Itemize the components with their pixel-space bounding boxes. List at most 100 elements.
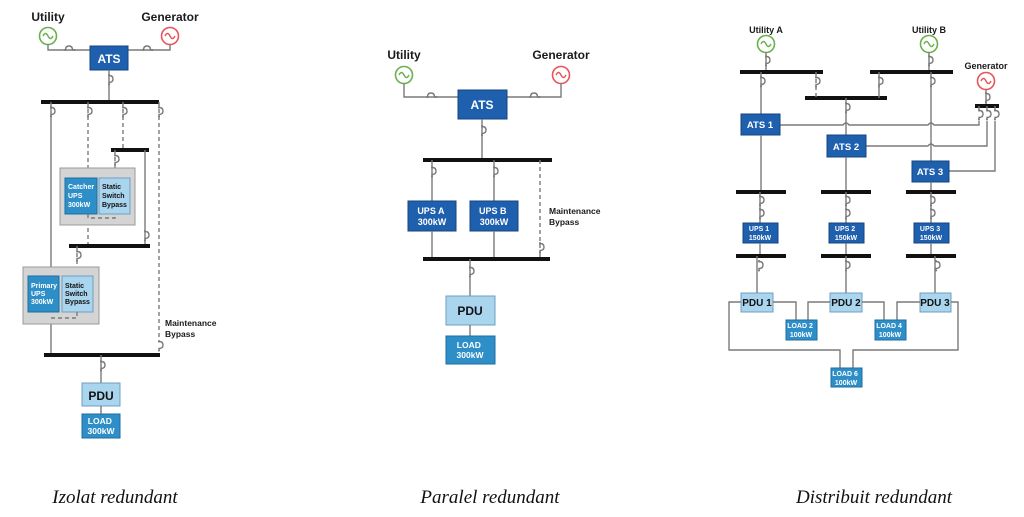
caption-distributed-redundant: Distribuit redundant — [795, 487, 953, 508]
maintenance-bypass-label-line2: Bypass — [165, 329, 196, 339]
svg-text:LOAD 300kW: LOAD 300kW — [88, 416, 116, 436]
ats-1-label: ATS 1 — [747, 120, 774, 131]
ats-label: ATS — [470, 98, 493, 112]
generator-label: Generator — [141, 10, 199, 24]
load-label-line1: LOAD — [88, 416, 112, 426]
breaker-icon — [757, 259, 764, 273]
primary-ups-label-line2: UPS — [31, 291, 46, 298]
catcher-ups-box — [64, 177, 98, 215]
load-4-box — [874, 319, 907, 341]
utility-label: Utility — [31, 10, 65, 24]
ups-a-label-line2: 300kW — [418, 217, 447, 227]
generator-source-icon — [160, 26, 180, 46]
ups-3-label-line2: 150kW — [920, 235, 943, 242]
maintenance-bypass-label-line1: Maintenance — [165, 318, 217, 328]
generator-source-icon — [976, 71, 996, 91]
ats-2-label: ATS 2 — [833, 142, 859, 153]
svg-text:LOAD 6 100kW: LOAD 6 100kW — [832, 371, 860, 387]
load-label-line2: 300kW — [457, 350, 485, 360]
svg-text:Static Switch Bypa: Static Switch Bypass — [102, 184, 127, 209]
svg-text:Primary UPS 300kW: Primary UPS 300kW — [31, 283, 59, 306]
pdu-3-label: PDU 3 — [920, 298, 950, 309]
load-2-box — [785, 319, 818, 341]
utility-a-label: Utility A — [749, 25, 783, 35]
load-6-box — [830, 367, 863, 388]
primary-ups-box — [27, 275, 60, 313]
ups-2-label-line1: UPS 2 — [835, 226, 855, 233]
ats-label: ATS — [97, 52, 120, 66]
utility-label: Utility — [387, 48, 421, 62]
parallel-redundant-diagram: Utility Generator ATS UPS A 300kW UPS B … — [387, 48, 603, 365]
ups-a-box — [407, 200, 457, 232]
primary-ups-label-line3: 300kW — [31, 299, 54, 306]
svg-text:Maintenance Bypass: Maintenance Bypass — [165, 318, 219, 339]
generator-source-icon — [551, 65, 571, 85]
catcher-bypass-label-line2: Switch — [102, 193, 125, 200]
breaker-icon — [985, 108, 992, 122]
load-4-label-line1: LOAD 4 — [876, 323, 902, 330]
svg-text:Static Switch Bypa: Static Switch Bypass — [65, 283, 90, 306]
primary-static-switch-box — [61, 275, 94, 313]
pdu-label: PDU — [88, 389, 113, 403]
utility-b-source-icon — [919, 34, 939, 54]
ats-box — [89, 45, 129, 71]
catcher-ups-label-line1: Catcher — [68, 184, 94, 191]
svg-text:UPS B 300kW: UPS B 300kW — [479, 206, 509, 227]
generator-label: Generator — [532, 48, 590, 62]
ups-b-label-line2: 300kW — [480, 217, 509, 227]
primary-ups-label-line1: Primary — [31, 283, 57, 290]
maintenance-bypass-label-line2: Bypass — [549, 217, 580, 227]
pdu-2-label: PDU 2 — [831, 298, 861, 309]
ats-box — [457, 89, 508, 120]
catcher-ups-label-line2: UPS — [68, 193, 83, 200]
load-box — [81, 413, 121, 439]
load-2-label-line2: 100kW — [790, 332, 813, 339]
catcher-bypass-label-line1: Static — [102, 184, 121, 191]
catcher-static-switch-box — [98, 177, 131, 215]
breaker-icon — [977, 108, 984, 122]
ats-3-label: ATS 3 — [917, 167, 943, 178]
breaker-icon — [157, 339, 164, 353]
maintenance-bypass-label-line1: Maintenance — [549, 206, 601, 216]
load-box — [445, 335, 496, 365]
isolated-redundant-diagram: Utility Generator ATS Catcher UP — [22, 10, 219, 439]
caption-isolated-redundant: Izolat redundant — [51, 487, 178, 508]
load-label-line2: 300kW — [88, 426, 116, 436]
primary-bypass-label-line1: Static — [65, 283, 84, 290]
svg-text:LOAD 4 100kW: LOAD 4 100kW — [876, 323, 904, 339]
ups-1-label-line2: 150kW — [749, 235, 772, 242]
ups-b-label-line1: UPS B — [479, 206, 507, 216]
load-label-line1: LOAD — [457, 340, 481, 350]
primary-bypass-label-line3: Bypass — [65, 299, 90, 306]
ups-a-label-line1: UPS A — [417, 206, 445, 216]
utility-source-icon — [38, 26, 58, 46]
utility-source-icon — [394, 65, 414, 85]
utility-b-label: Utility B — [912, 25, 947, 35]
catcher-bypass-label-line3: Bypass — [102, 202, 127, 209]
breaker-icon — [934, 259, 941, 273]
breaker-icon — [993, 108, 1000, 122]
svg-text:UPS 1 150kW: UPS 1 150kW — [749, 226, 772, 242]
svg-text:UPS 2 150kW: UPS 2 150kW — [835, 226, 858, 242]
ups-2-label-line2: 150kW — [835, 235, 858, 242]
primary-bypass-label-line2: Switch — [65, 291, 88, 298]
ups-1-label-line1: UPS 1 — [749, 226, 769, 233]
load-6-label-line2: 100kW — [835, 380, 858, 387]
load-6-label-line1: LOAD 6 — [832, 371, 858, 378]
pdu-1-label: PDU 1 — [742, 298, 772, 309]
load-2-label-line1: LOAD 2 — [787, 323, 813, 330]
svg-text:Maintenance Bypass: Maintenance Bypass — [549, 206, 603, 227]
distributed-redundant-diagram: Utility A Utility B Generator — [728, 25, 1008, 388]
caption-parallel-redundant: Paralel redundant — [419, 487, 560, 508]
svg-text:UPS A 300kW: UPS A 300kW — [417, 206, 446, 227]
svg-text:LOAD 300kW: LOAD 300kW — [457, 340, 485, 360]
svg-text:Catcher UPS 300kW: Catcher UPS 300kW — [68, 184, 96, 209]
svg-text:UPS 3 150kW: UPS 3 150kW — [920, 226, 943, 242]
load-4-label-line2: 100kW — [879, 332, 902, 339]
pdu-label: PDU — [457, 304, 482, 318]
utility-a-source-icon — [756, 34, 776, 54]
generator-label: Generator — [964, 61, 1008, 71]
svg-text:LOAD 2 100kW: LOAD 2 100kW — [787, 323, 815, 339]
ups-3-label-line1: UPS 3 — [920, 226, 940, 233]
